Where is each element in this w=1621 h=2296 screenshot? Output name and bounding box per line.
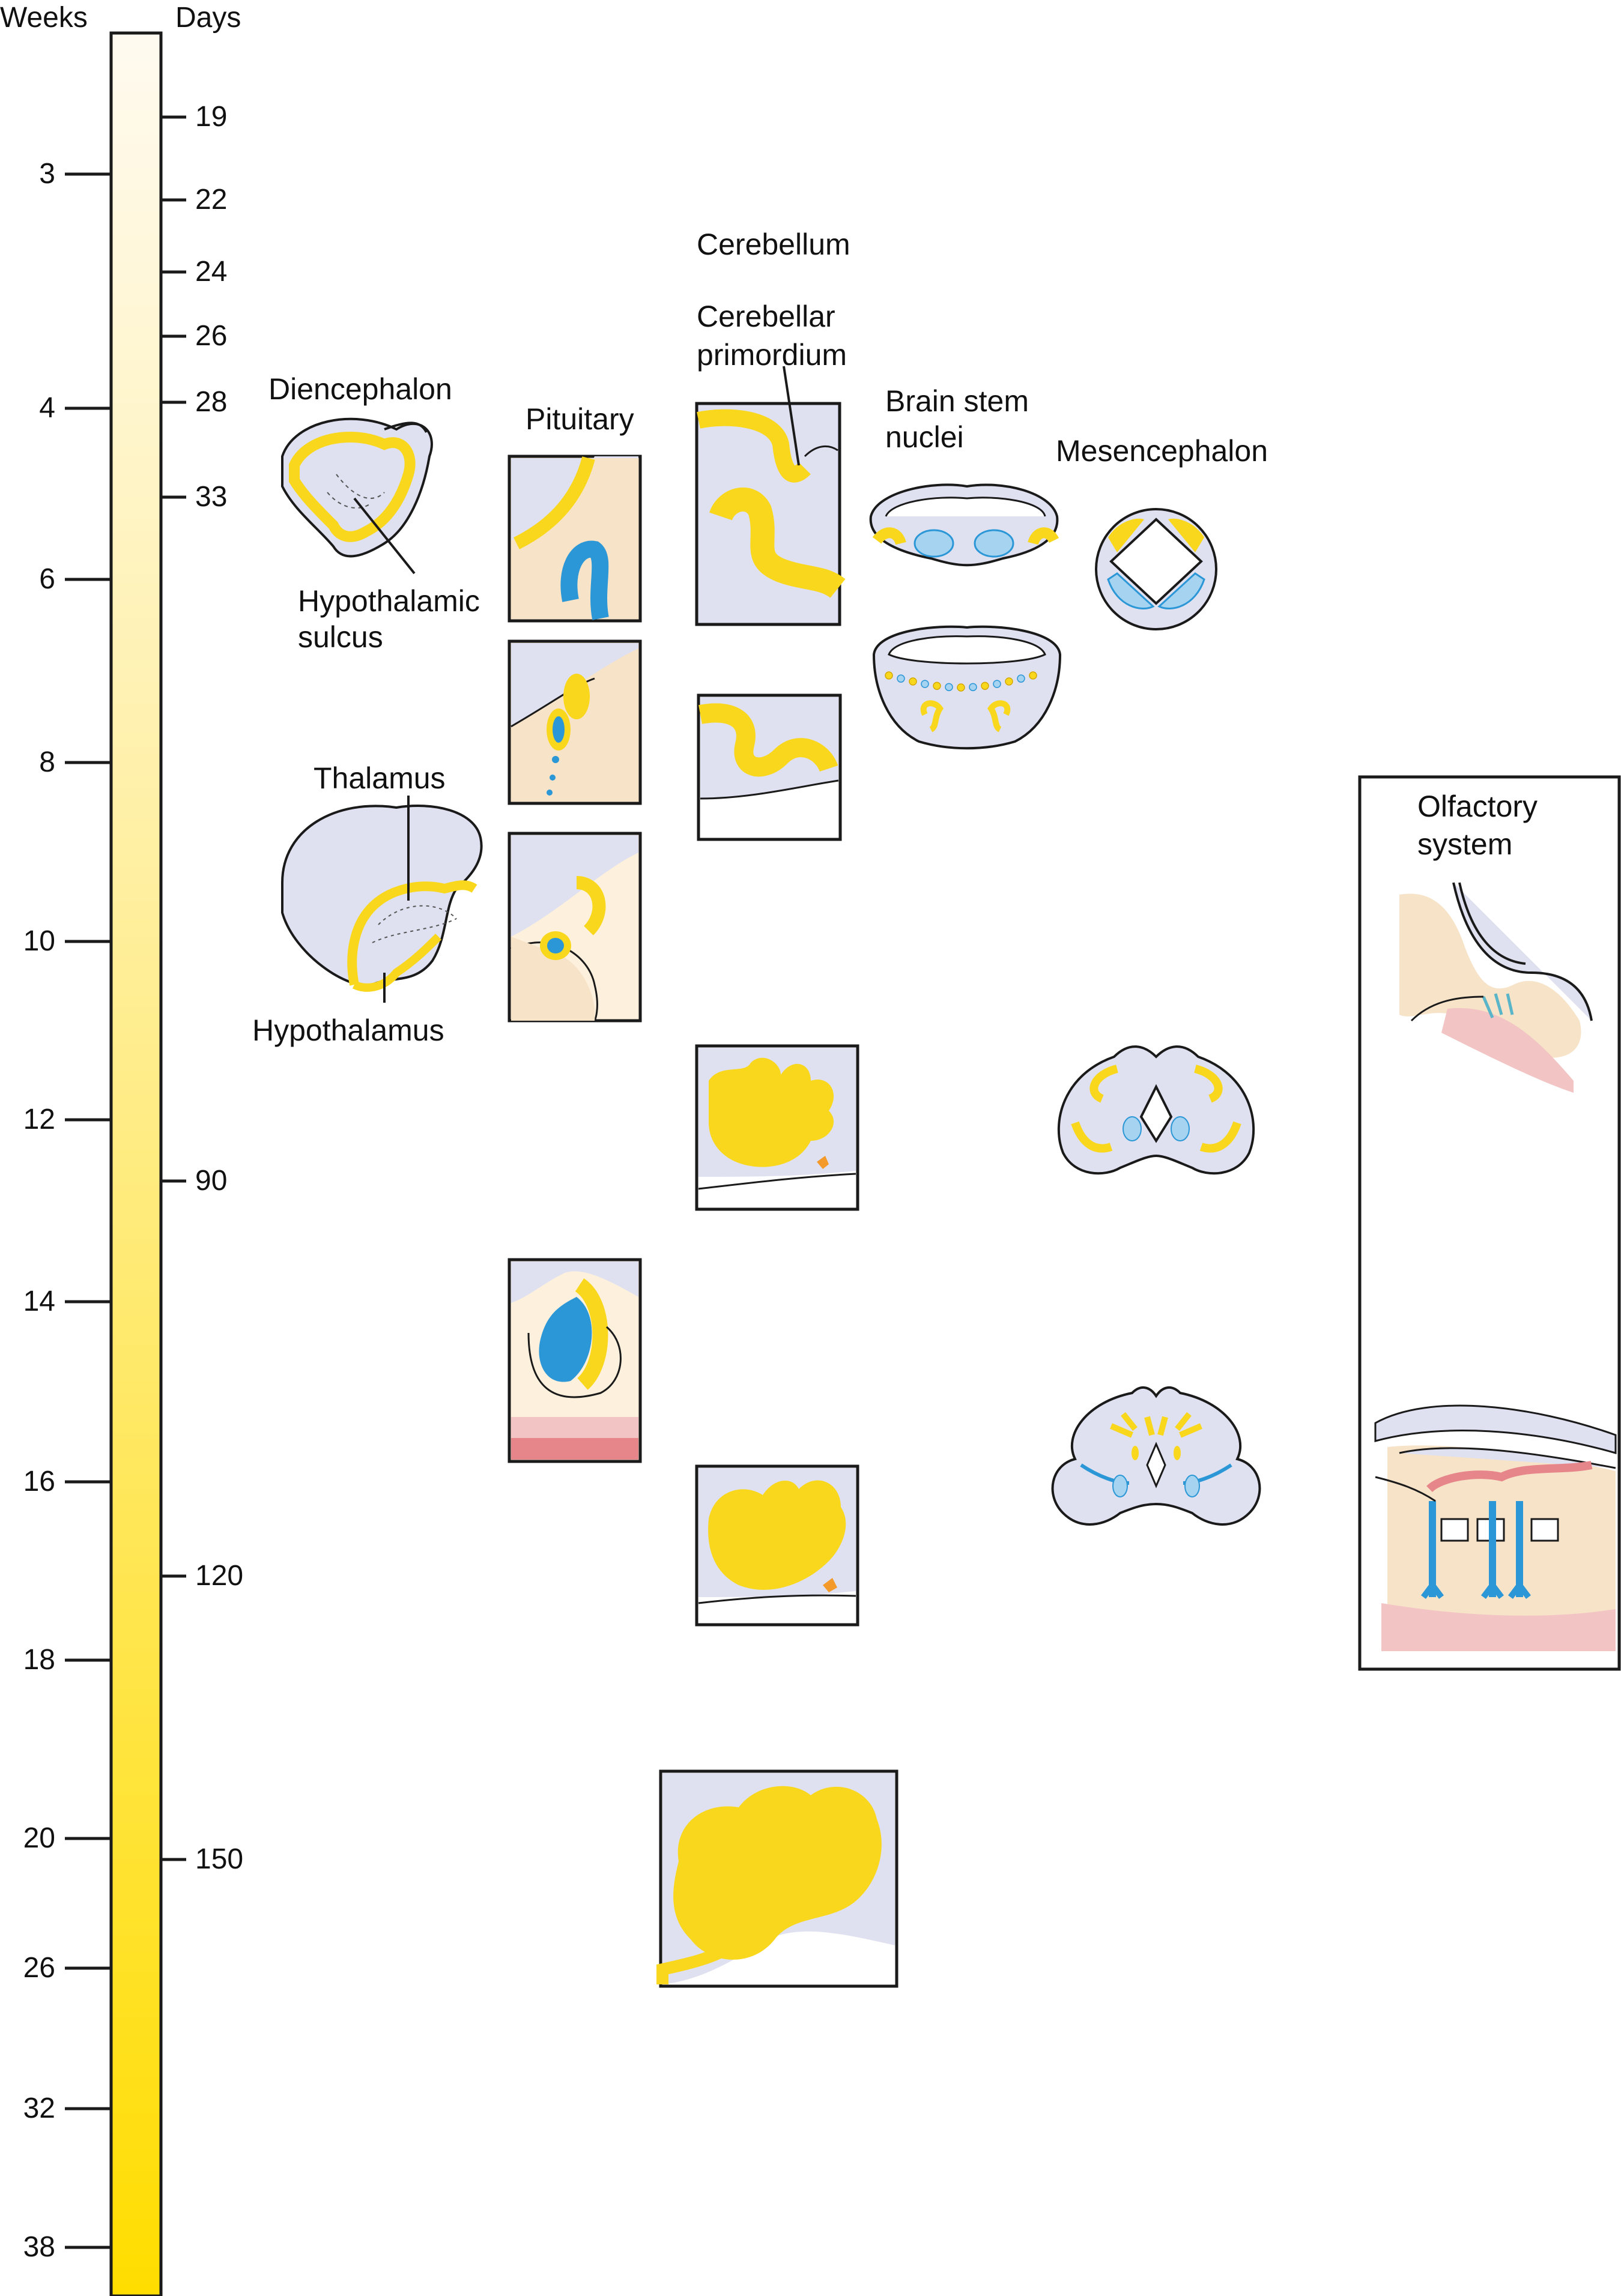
nucleus-dot — [1029, 671, 1037, 680]
cerebellar-primordium-label-line1: Cerebellar — [697, 300, 835, 333]
cerebellum-panel-2 — [697, 693, 842, 841]
nucleus-dot — [981, 681, 989, 690]
pituitary-panel-4 — [508, 1258, 642, 1463]
day-tick-label: 19 — [195, 101, 228, 133]
hypothalamic-sulcus-label-line2: sulcus — [298, 620, 383, 654]
week-tick-label: 18 — [23, 1644, 55, 1676]
hypothalamic-sulcus-label-line1: Hypothalamic — [298, 584, 480, 618]
diencephalon-late-drawing — [281, 796, 483, 1003]
nucleus-dot — [957, 683, 965, 692]
timeline-bar — [109, 31, 163, 2296]
day-tick-label: 26 — [195, 320, 228, 352]
olfactory-late-drawing — [1374, 1404, 1617, 1651]
pituitary-title: Pituitary — [526, 402, 634, 436]
diencephalon-early-drawing — [281, 417, 433, 575]
brain-stem-nuclei-lower — [872, 625, 1062, 750]
hypothalamus-label: Hypothalamus — [252, 1014, 444, 1047]
diencephalon-title: Diencephalon — [268, 372, 452, 406]
week-tick-label: 38 — [23, 2231, 55, 2263]
olfactory-early-drawing — [1399, 882, 1593, 1093]
day-tick-label: 33 — [195, 481, 228, 513]
nucleus-dot — [993, 680, 1001, 688]
nucleus-dot — [897, 674, 905, 683]
nucleus-dot — [1005, 677, 1013, 686]
mesencephalon-early — [1095, 508, 1217, 630]
brain-stem-title-line2: nuclei — [885, 420, 964, 454]
nucleus-dot — [933, 681, 941, 690]
olfactory-title-line1: Olfactory — [1417, 790, 1538, 823]
nucleus-dot — [969, 683, 977, 692]
mesencephalon-late — [1051, 1386, 1261, 1526]
week-tick-label: 10 — [23, 925, 55, 957]
pituitary-panel-3 — [508, 832, 642, 1023]
cerebellum-panel-5 — [656, 1769, 898, 1988]
week-tick-label: 16 — [23, 1466, 55, 1497]
timeline-ticks — [65, 115, 186, 2249]
week-tick-label: 26 — [23, 1952, 55, 1984]
week-tick-label: 12 — [23, 1104, 55, 1135]
week-tick-label: 8 — [39, 746, 55, 778]
week-tick-label: 32 — [23, 2092, 55, 2124]
week-tick-label: 6 — [39, 563, 55, 595]
day-tick-label: 28 — [195, 386, 228, 418]
day-tick-label: 150 — [195, 1843, 244, 1875]
mesencephalon-title: Mesencephalon — [1056, 434, 1268, 468]
week-tick-label: 4 — [39, 392, 55, 424]
days-header: Days — [175, 2, 241, 34]
cerebellum-title: Cerebellum — [697, 228, 850, 261]
brain-stem-title-line1: Brain stem — [885, 384, 1029, 418]
olfactory-title-line2: system — [1417, 827, 1513, 861]
nucleus-dot — [1017, 674, 1025, 683]
cerebellum-panel-1 — [695, 366, 846, 626]
day-tick-label: 90 — [195, 1165, 228, 1197]
cerebellum-panel-4 — [695, 1464, 859, 1627]
brain-stem-nuclei-upper — [869, 483, 1059, 567]
day-tick-label: 120 — [195, 1560, 244, 1592]
pituitary-panel-2 — [508, 639, 642, 805]
nucleus-dot — [921, 680, 929, 688]
nucleus-dot — [945, 683, 953, 692]
week-tick-label: 14 — [23, 1285, 55, 1317]
weeks-header: Weeks — [0, 2, 88, 34]
nucleus-dot — [885, 671, 893, 680]
cerebellar-primordium-label-line2: primordium — [697, 338, 847, 372]
pituitary-panel-1 — [508, 455, 642, 623]
brain-stem-nuclei-dots — [885, 671, 1037, 692]
mesencephalon-mid — [1057, 1045, 1255, 1175]
cerebellum-panel-3 — [695, 1044, 859, 1211]
week-tick-label: 3 — [39, 158, 55, 190]
day-tick-label: 22 — [195, 184, 228, 216]
day-tick-label: 24 — [195, 256, 228, 288]
week-tick-label: 20 — [23, 1822, 55, 1854]
thalamus-label: Thalamus — [314, 761, 446, 795]
nucleus-dot — [909, 677, 917, 686]
